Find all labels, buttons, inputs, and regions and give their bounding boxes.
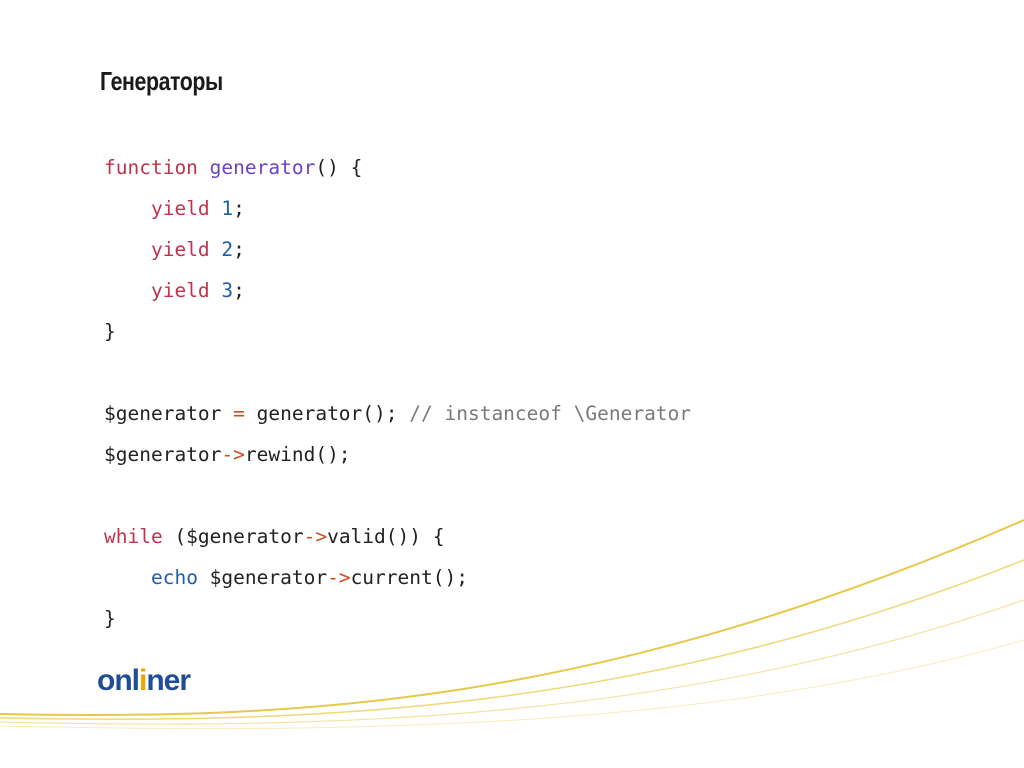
code-token: -> (221, 443, 245, 466)
code-token: yield (150, 238, 210, 261)
code-line: $generator->rewind(); (104, 441, 351, 469)
code-token: 3 (221, 279, 234, 302)
code-token: ; (233, 238, 245, 261)
code-token: } (104, 320, 116, 343)
code-token: rewind(); (244, 443, 351, 466)
slide-title: Генераторы (100, 66, 223, 96)
code-token: 1 (221, 197, 234, 220)
code-token: } (104, 607, 116, 630)
code-token (104, 197, 151, 220)
code-line: $generator = generator(); // instanceof … (104, 400, 691, 428)
code-token: valid()) { (327, 525, 445, 548)
code-token: ; (233, 279, 245, 302)
code-token (198, 156, 210, 179)
code-token (104, 279, 151, 302)
code-token: generator (209, 156, 316, 179)
code-line: echo $generator->current(); (104, 564, 468, 592)
code-token: function (104, 156, 198, 179)
code-token (210, 197, 222, 220)
code-line: yield 1; (104, 195, 245, 223)
logo-text-prefix: onl (97, 664, 140, 697)
code-token: ($generator (162, 525, 304, 548)
code-token: yield (150, 197, 210, 220)
code-token: // instanceof \Generator (409, 402, 692, 425)
code-token (104, 566, 151, 589)
code-token: current(); (350, 566, 468, 589)
code-token: 2 (221, 238, 234, 261)
onliner-logo: onliner (97, 664, 191, 698)
code-line: } (104, 605, 116, 633)
code-line: yield 3; (104, 277, 245, 305)
code-token (104, 238, 151, 261)
code-token: generator(); (244, 402, 410, 425)
code-line: while ($generator->valid()) { (104, 523, 444, 551)
code-token: $generator (104, 443, 222, 466)
code-line: function generator() { (104, 154, 362, 182)
logo-text-dot-letter: i (139, 664, 147, 697)
code-token (210, 279, 222, 302)
logo-text-suffix: ner (146, 664, 191, 697)
code-line: yield 2; (104, 236, 245, 264)
code-token: -> (327, 566, 351, 589)
code-token (210, 238, 222, 261)
code-token: () { (315, 156, 363, 179)
code-token: yield (150, 279, 210, 302)
code-token: echo (150, 566, 198, 589)
code-token: $generator (197, 566, 328, 589)
code-token: while (104, 525, 163, 548)
code-token: -> (303, 525, 328, 548)
code-token: ; (233, 197, 245, 220)
code-token: = (233, 402, 245, 425)
code-token: $generator (104, 402, 234, 425)
code-line: } (104, 318, 116, 346)
